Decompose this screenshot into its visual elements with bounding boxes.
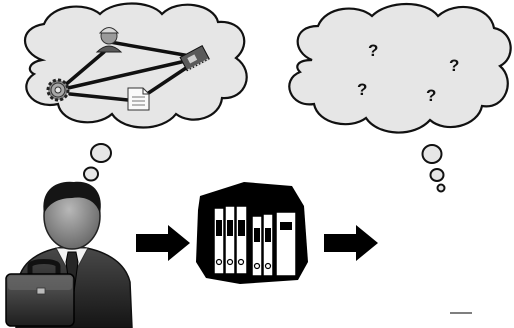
right-thought-trail xyxy=(421,144,446,193)
briefcase-flap xyxy=(8,276,72,290)
right-cloud-shape xyxy=(288,3,512,134)
briefcase-handle xyxy=(27,259,61,276)
document-icon xyxy=(127,87,150,111)
person-with-briefcase xyxy=(5,181,133,328)
flow-arrow xyxy=(324,225,378,261)
question-mark: ? xyxy=(368,41,378,60)
person-hair xyxy=(43,181,101,214)
gear-icon xyxy=(46,78,70,102)
binder-spines xyxy=(213,205,297,277)
briefcase-clasp xyxy=(36,287,46,295)
flow-arrow xyxy=(136,225,190,261)
question-mark: ? xyxy=(449,56,459,75)
binder-collection xyxy=(196,182,308,284)
circuit-board-icon xyxy=(179,45,210,72)
question-mark: ? xyxy=(426,86,436,105)
right-thought-cloud: ? ? ? ? xyxy=(288,3,512,134)
concept-links xyxy=(62,40,194,102)
question-mark: ? xyxy=(357,80,367,99)
worker-icon xyxy=(95,27,123,53)
left-thought-cloud xyxy=(24,2,248,129)
